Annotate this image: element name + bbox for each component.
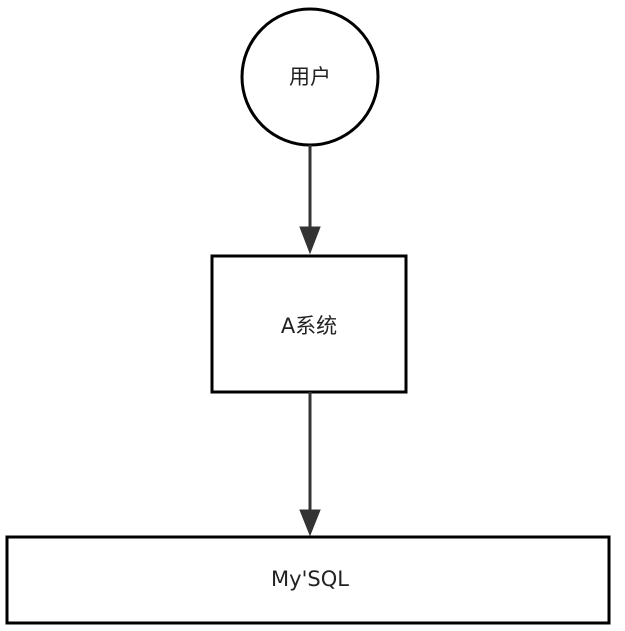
node-database-shape (5, 535, 611, 625)
node-user-label: 用户 (289, 65, 331, 89)
arrowhead-icon (299, 226, 321, 255)
node-system-a-label: A系统 (281, 314, 337, 338)
node-system-a[interactable]: A系统 (210, 254, 408, 394)
edge-system-a-to-database (299, 392, 321, 537)
node-database-label: My'SQL (271, 567, 349, 591)
arrowhead-icon (299, 509, 321, 537)
node-database[interactable]: My'SQL (5, 535, 611, 625)
edge-user-to-system-a (299, 145, 321, 255)
node-system-a-shape (210, 254, 408, 394)
node-user[interactable]: 用户 (240, 7, 380, 147)
